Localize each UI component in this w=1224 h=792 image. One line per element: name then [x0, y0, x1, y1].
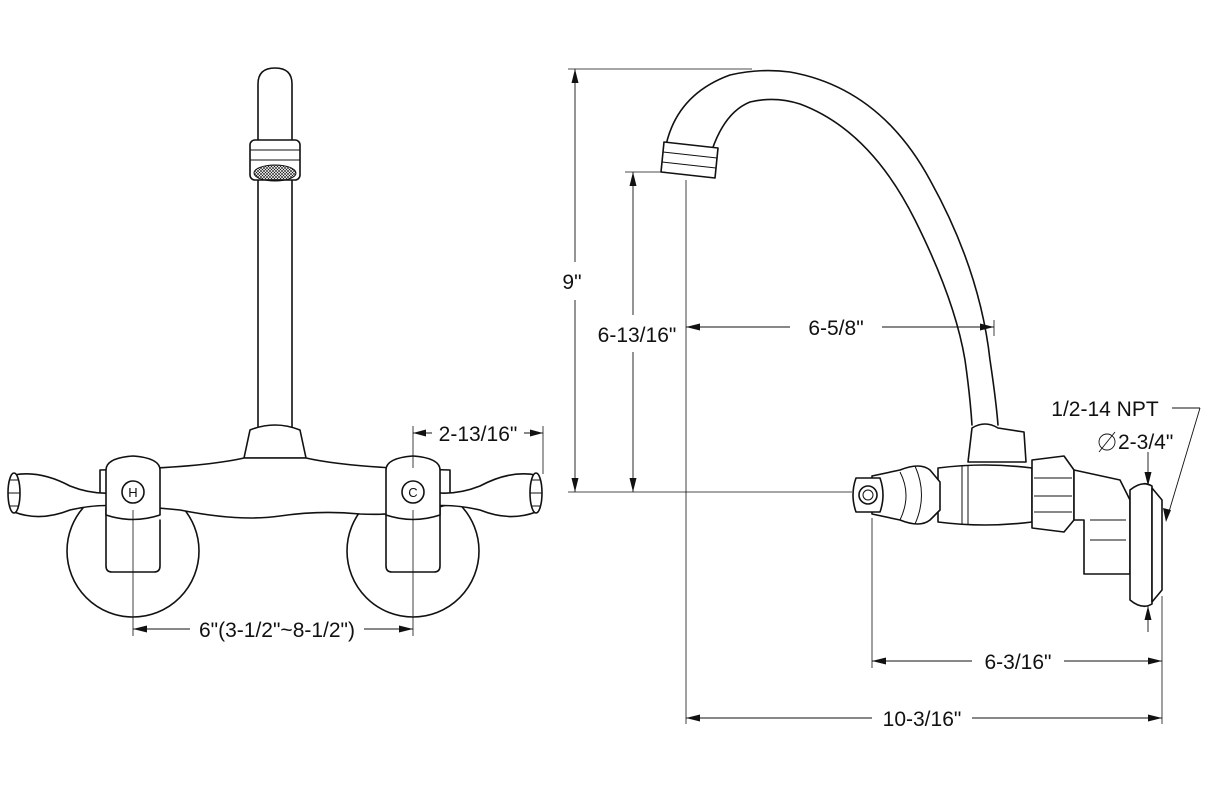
cold-index-button	[401, 480, 425, 504]
gooseneck-spout	[664, 69, 999, 426]
flange-diameter-callout: 2-3/4"	[1098, 431, 1173, 632]
spout-reach-label: 6-5/8"	[808, 317, 863, 340]
spout-riser	[257, 67, 293, 429]
overall-height-label: 9"	[562, 271, 581, 294]
side-spout-collar	[967, 423, 1027, 463]
center-spread-label: 6"(3-1/2"~8-1/2")	[199, 619, 355, 642]
center-spread-dimension: 6"(3-1/2"~8-1/2")	[132, 510, 414, 642]
overall-height-dimension: 9"	[562, 68, 852, 493]
overall-projection-label: 10-3/16"	[883, 708, 962, 731]
spout-height-dimension: 6-13/16"	[598, 171, 677, 492]
side-aerator	[660, 141, 719, 179]
flange-diameter-label: 2-3/4"	[1118, 431, 1173, 454]
wall-flange	[1129, 482, 1153, 608]
diameter-symbol	[1098, 433, 1116, 451]
front-view: H C 6"(3-1/2"~8-1/2") 2-13/16"	[7, 67, 544, 642]
handle-projection-dimension: 6-3/16"	[871, 518, 1163, 724]
aerator	[249, 139, 301, 182]
overall-projection-dimension: 10-3/16"	[686, 708, 1162, 731]
hot-index-button	[121, 480, 145, 504]
inlet-elbow	[1073, 469, 1131, 575]
handle-projection-label: 6-3/16"	[985, 651, 1052, 674]
spout-height-label: 6-13/16"	[598, 324, 677, 347]
handle-offset-dimension: 2-13/16"	[412, 423, 544, 474]
spout-collar	[243, 424, 307, 459]
inlet-thread-label: 1/2-14 NPT	[1051, 398, 1159, 421]
hex-nut	[1031, 455, 1075, 533]
handle-offset-label: 2-13/16"	[439, 423, 518, 446]
side-valve-body	[937, 464, 1033, 526]
cold-index-label: C	[408, 485, 417, 500]
inlet-thread-callout: 1/2-14 NPT	[1051, 398, 1201, 522]
hot-index-label: H	[128, 485, 137, 500]
spout-reach-dimension: 6-5/8"	[685, 180, 995, 724]
side-view: 9" 6-13/16" 6-5/8" 1/2-14 NPT	[562, 68, 1201, 731]
